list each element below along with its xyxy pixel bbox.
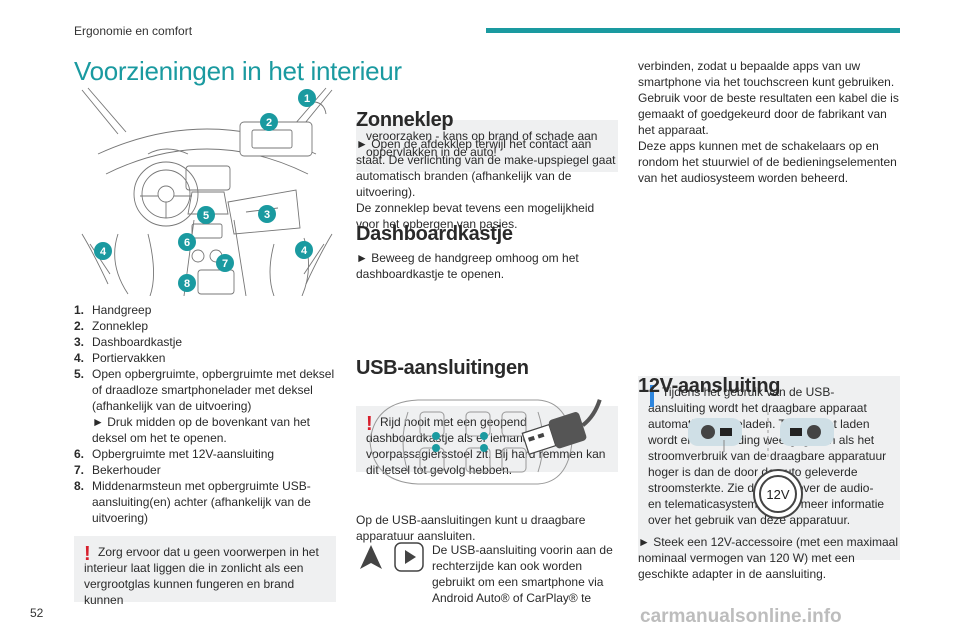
list-item: 5.Open opbergruimte, opbergruimte met de… (74, 367, 335, 445)
svg-text:4: 4 (100, 246, 107, 258)
svg-text:7: 7 (222, 258, 228, 270)
callout-4-left: 4 (94, 242, 112, 260)
section-header: Ergonomie en comfort (74, 24, 193, 38)
info-icon (648, 385, 658, 407)
warning-icon: ! (84, 543, 91, 565)
callout-5: 5 (197, 206, 215, 224)
socket-12v-label: 12V (766, 487, 789, 502)
items-list: 1.Handgreep 2.Zonneklep 3.Dashboardkastj… (74, 302, 336, 526)
carplay-icon (394, 542, 424, 572)
callout-4-right: 4 (295, 241, 313, 259)
page-number: 52 (30, 606, 44, 620)
usb-text: Op de USB-aansluitingen kunt u draagbare… (356, 513, 586, 543)
list-item: 3.Dashboardkastje (74, 335, 183, 349)
android-auto-icon (356, 542, 386, 572)
warning-icon: ! (366, 413, 373, 435)
callout-3: 3 (258, 205, 276, 223)
svg-text:4: 4 (301, 245, 308, 257)
list-item: 4.Portiervakken (74, 351, 166, 365)
list-item: 7.Bekerhouder (74, 463, 161, 477)
heading-dashboardkastje: Dashboardkastje (356, 223, 513, 245)
svg-text:8: 8 (184, 278, 190, 290)
heading-12v: 12V-aansluiting (638, 375, 781, 397)
warning-box-sunlight-continued: veroorzaken - kans op brand of schade aa… (356, 120, 618, 172)
12v-text: ► Steek een 12V-accessoire (met een maxi… (638, 535, 898, 581)
svg-text:2: 2 (266, 117, 272, 129)
list-item: 8.Middenarmsteun met opbergruimte USB-aa… (74, 479, 311, 525)
list-item: 6.Opbergruimte met 12V-aansluiting (74, 447, 275, 461)
section-usb: USB-aansluitingen (356, 357, 618, 379)
list-item: 1.Handgreep (74, 303, 152, 317)
interior-illustration: 1 2 3 4 4 5 6 7 8 (78, 84, 336, 296)
footer-watermark: carmanualsonline.info (640, 606, 842, 627)
12v-socket-illustration: 12V (688, 412, 868, 520)
callout-2: 2 (260, 113, 278, 131)
heading-usb: USB-aansluitingen (356, 357, 529, 379)
list-item: 2.Zonneklep (74, 319, 149, 333)
header-accent-bar (486, 28, 900, 33)
callout-8: 8 (178, 274, 196, 292)
svg-text:5: 5 (203, 210, 209, 222)
warning-box-sunlight: ! Zorg ervoor dat u geen voorwerpen in h… (74, 536, 336, 607)
callout-1: 1 (298, 89, 316, 107)
callout-7: 7 (216, 254, 234, 272)
section-12v: 12V-aansluiting (638, 375, 900, 397)
usb-text-continued: verbinden, zodat u bepaalde apps van uw … (638, 59, 899, 185)
callout-6: 6 (178, 233, 196, 251)
section-dashboardkastje: Dashboardkastje ► Beweeg de handgreep om… (356, 223, 618, 282)
svg-text:6: 6 (184, 237, 190, 249)
section-zonneklep: Zonneklep ► Open de afdekklep terwijl he… (356, 109, 618, 232)
usb-smartphone-text: De USB-aansluiting voorin aan de rechter… (432, 543, 613, 605)
usb-car-illustration (368, 392, 608, 492)
svg-text:3: 3 (264, 209, 270, 221)
heading-zonneklep: Zonneklep (356, 109, 454, 131)
page-title: Voorzieningen in het interieur (74, 56, 402, 86)
svg-text:1: 1 (304, 93, 310, 105)
